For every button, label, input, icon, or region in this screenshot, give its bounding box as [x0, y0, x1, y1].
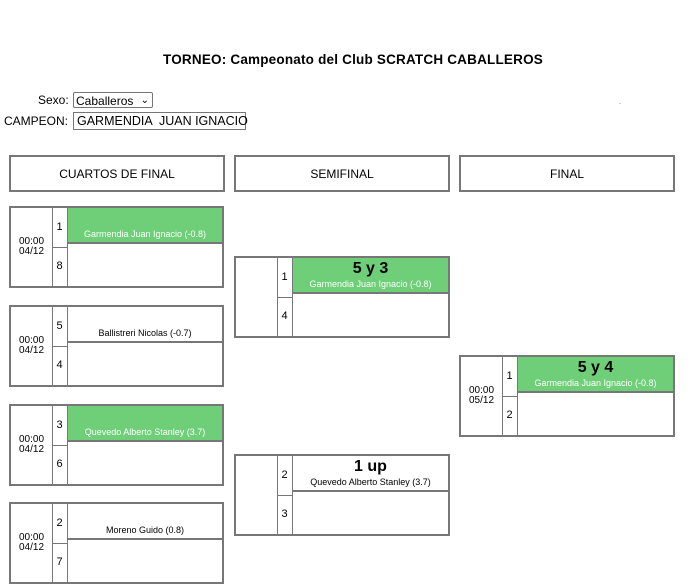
seed-bottom: 8: [52, 247, 68, 286]
player-slot-bottom[interactable]: [68, 445, 222, 484]
player-slot-bottom[interactable]: [518, 396, 673, 435]
match-score: 1 up: [354, 458, 387, 475]
player-slot-top[interactable]: Quevedo Alberto Stanley (3.7): [68, 406, 222, 442]
seed-top: 3: [52, 406, 68, 446]
seed-bottom: 4: [277, 297, 293, 336]
seed-bottom: 4: [52, 346, 68, 385]
seed-bottom: 3: [277, 495, 293, 534]
player-name: Garmendia Juan Ignacio (-0.8): [83, 229, 207, 239]
seed-top: 2: [52, 504, 68, 544]
seed-bottom: 6: [52, 445, 68, 484]
semifinal-match-2: 2 3 1 up Quevedo Alberto Stanley (3.7): [234, 454, 450, 536]
seed-top: 1: [502, 357, 518, 397]
player-slot-top[interactable]: Garmendia Juan Ignacio (-0.8): [68, 208, 222, 244]
player-slot-bottom[interactable]: [293, 495, 448, 534]
match-datetime: [236, 258, 278, 336]
player-name: Garmendia Juan Ignacio (-0.8): [309, 279, 432, 289]
player-name: Quevedo Alberto Stanley (3.7): [84, 427, 206, 437]
page-title: TORNEO: Campeonato del Club SCRATCH CABA…: [163, 52, 543, 67]
champion-label: CAMPEON:: [4, 114, 69, 128]
seed-top: 1: [277, 258, 293, 298]
match-datetime: [236, 456, 278, 534]
sex-select[interactable]: Caballeros ⌄: [73, 92, 153, 108]
seed-top: 2: [277, 456, 293, 496]
match-score: 5 y 4: [577, 359, 614, 376]
round-header-final: FINAL: [459, 155, 675, 192]
player-slot-bottom[interactable]: [68, 247, 222, 286]
player-name: Garmendia Juan Ignacio (-0.8): [534, 378, 657, 388]
chevron-down-icon: ⌄: [140, 95, 149, 106]
player-slot-top[interactable]: 5 y 3 Garmendia Juan Ignacio (-0.8): [293, 258, 448, 294]
semifinal-match-1: 1 4 5 y 3 Garmendia Juan Ignacio (-0.8): [234, 256, 450, 338]
round-header-semifinal: SEMIFINAL: [234, 155, 450, 192]
player-slot-bottom[interactable]: [293, 297, 448, 336]
champion-field[interactable]: GARMENDIA JUAN IGNACIO: [73, 112, 248, 130]
player-slot-bottom[interactable]: [68, 543, 222, 582]
player-slot-top[interactable]: Ballistreri Nicolas (-0.7): [68, 307, 222, 343]
decorative-dot: [619, 103, 621, 104]
seed-top: 5: [52, 307, 68, 347]
seed-bottom: 7: [52, 543, 68, 582]
player-slot-top[interactable]: 5 y 4 Garmendia Juan Ignacio (-0.8): [518, 357, 673, 393]
player-slot-top[interactable]: Moreno Guido (0.8): [68, 504, 222, 540]
round-header-quarterfinals: CUARTOS DE FINAL: [9, 155, 225, 192]
player-name: Moreno Guido (0.8): [105, 525, 185, 535]
player-slot-bottom[interactable]: [68, 346, 222, 385]
player-name: Ballistreri Nicolas (-0.7): [98, 328, 192, 338]
player-slot-top[interactable]: 1 up Quevedo Alberto Stanley (3.7): [293, 456, 448, 492]
player-name: Quevedo Alberto Stanley (3.7): [310, 477, 431, 487]
seed-bottom: 2: [502, 396, 518, 435]
match-score: 5 y 3: [352, 260, 389, 277]
sex-select-value: Caballeros: [76, 94, 134, 108]
seed-top: 1: [52, 208, 68, 248]
sex-label: Sexo:: [38, 93, 69, 107]
